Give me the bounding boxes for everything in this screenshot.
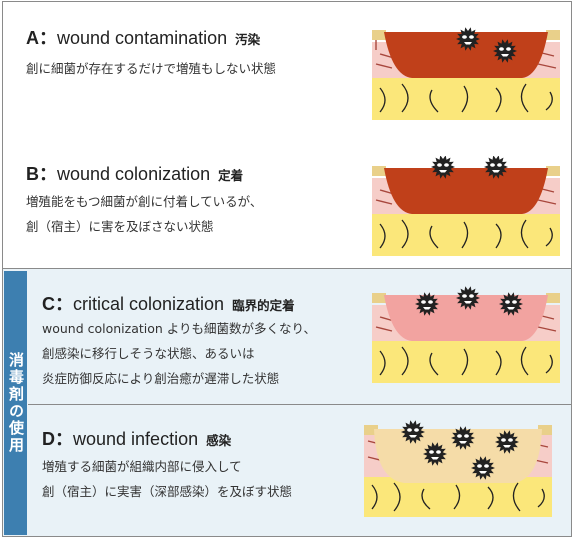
wound-illustration-c bbox=[372, 286, 560, 383]
title-a-term: wound contamination bbox=[57, 28, 228, 48]
bacterium-icon bbox=[451, 426, 475, 450]
desc-b-line-1: 増殖能をもつ細菌が創に付着しているが、 bbox=[26, 194, 263, 209]
wound-illustration-a bbox=[372, 27, 560, 120]
sidebar-label: 消毒剤の使用 bbox=[7, 352, 25, 454]
title-a-jp: 汚染 bbox=[235, 32, 261, 47]
title-b-letter: B bbox=[26, 164, 39, 184]
title-d-term: wound infection bbox=[73, 429, 199, 449]
desc-c: wound colonization よりも細菌数が多くなり、 創感染に移行しそ… bbox=[42, 316, 316, 391]
bacterium-icon bbox=[484, 156, 508, 179]
bacterium-icon bbox=[456, 27, 480, 51]
title-c-jp: 臨界的定着 bbox=[232, 298, 295, 313]
bacterium-icon bbox=[423, 442, 447, 466]
desc-d: 増殖する細菌が組織内部に侵入して 創（宿主）に実害（深部感染）を及ぼす状態 bbox=[42, 454, 292, 504]
title-c-term: critical colonization bbox=[73, 294, 225, 314]
title-a-letter: A bbox=[26, 28, 39, 48]
title-d-jp: 感染 bbox=[206, 433, 232, 448]
bacterium-icon bbox=[495, 430, 519, 454]
bacterium-icon bbox=[471, 456, 495, 480]
title-b-term: wound colonization bbox=[57, 164, 211, 184]
wound-illustration-d bbox=[364, 420, 552, 517]
title-c-letter: C bbox=[42, 294, 55, 314]
title-d-letter: D bbox=[42, 429, 55, 449]
desc-d-line-1: 増殖する細菌が組織内部に侵入して bbox=[42, 459, 242, 474]
desc-b: 増殖能をもつ細菌が創に付着しているが、 創（宿主）に害を及ぼさない状態 bbox=[26, 189, 262, 239]
bacterium-icon bbox=[456, 286, 480, 310]
desc-c-line-1: wound colonization よりも細菌数が多くなり、 bbox=[42, 321, 317, 336]
bacterium-icon bbox=[431, 156, 455, 179]
desc-d-line-2: 創（宿主）に実害（深部感染）を及ぼす状態 bbox=[42, 484, 293, 499]
desc-c-line-2: 創感染に移行しそうな状態、あるいは bbox=[42, 346, 255, 361]
title-b-jp: 定着 bbox=[218, 168, 244, 183]
sidebar-bar bbox=[4, 271, 27, 535]
bacterium-icon bbox=[415, 292, 439, 316]
desc-a-line-1: 創に細菌が存在するだけで増殖もしない状態 bbox=[26, 61, 277, 76]
bacterium-icon bbox=[493, 39, 517, 63]
desc-a: 創に細菌が存在するだけで増殖もしない状態 bbox=[26, 56, 276, 81]
desc-b-line-2: 創（宿主）に害を及ぼさない状態 bbox=[26, 219, 214, 234]
bacterium-icon bbox=[401, 420, 425, 444]
desc-c-line-3: 炎症防御反応により創治癒が遅滞した状態 bbox=[42, 371, 280, 386]
wound-illustration-b bbox=[372, 156, 560, 256]
bacterium-icon bbox=[499, 292, 523, 316]
panel-divider bbox=[28, 404, 572, 405]
